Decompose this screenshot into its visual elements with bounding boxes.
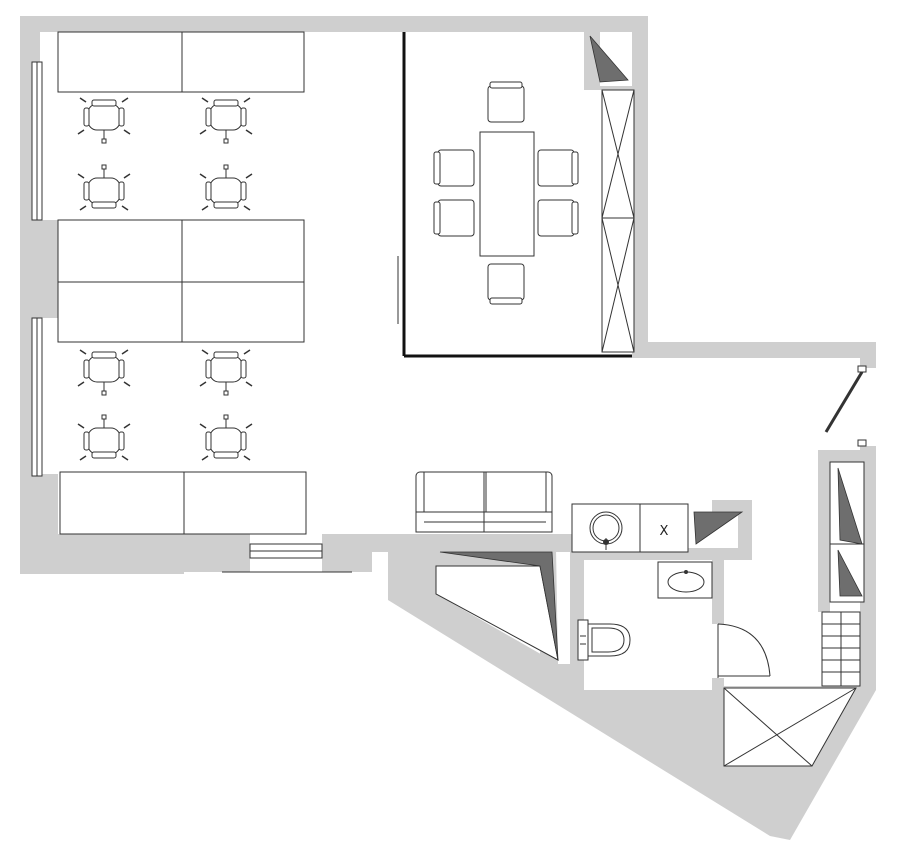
sofa <box>415 471 553 533</box>
bathroom-partition-lower <box>712 678 724 760</box>
office-chair <box>77 97 131 144</box>
walls <box>20 16 876 840</box>
windows <box>31 61 352 573</box>
desk <box>183 471 307 535</box>
meeting-chair <box>487 81 525 123</box>
desk <box>57 219 183 283</box>
kitchenette: X <box>571 503 744 553</box>
meeting-room-partition <box>397 32 632 358</box>
bathroom-partition <box>712 560 724 624</box>
storage-triangle <box>435 551 559 661</box>
meeting-right-wall <box>632 16 648 356</box>
meeting-chair <box>433 199 475 237</box>
bathroom-right-wall <box>712 500 752 560</box>
desk <box>181 219 305 283</box>
top-wall <box>20 16 648 32</box>
office-chair <box>199 164 253 211</box>
meeting-set <box>433 81 579 305</box>
bathroom <box>577 561 857 767</box>
bottom-wall-mid <box>322 534 590 572</box>
meeting-chair <box>487 263 525 305</box>
appliance-mark: X <box>660 524 669 539</box>
step-wall <box>632 342 876 368</box>
closet-top-wall <box>818 450 876 462</box>
office-chair <box>77 164 131 211</box>
meeting-chair <box>537 149 579 187</box>
desk <box>57 281 183 343</box>
meeting-chair <box>433 149 475 187</box>
office-chair <box>77 349 131 396</box>
right-closet <box>821 461 865 687</box>
left-column-upper <box>20 220 58 318</box>
wardrobe <box>589 35 635 353</box>
desk <box>57 31 183 93</box>
office-chair <box>199 414 253 461</box>
bottom-wall-left <box>20 534 250 574</box>
desk <box>59 471 185 535</box>
corner-niche <box>589 35 629 83</box>
office-chair <box>77 414 131 461</box>
left-column-lower <box>20 474 58 540</box>
appliance <box>639 503 689 553</box>
meeting-chair <box>537 199 579 237</box>
closet-left-wall <box>818 450 830 612</box>
entrance-door <box>824 365 867 447</box>
desk <box>181 31 305 93</box>
shower <box>723 687 857 767</box>
meeting-table <box>479 131 535 257</box>
washbasin <box>667 571 705 593</box>
desks <box>57 31 307 535</box>
diagonal-wall <box>388 552 876 840</box>
bathroom-door <box>717 623 771 678</box>
office-chair <box>199 97 253 144</box>
desk <box>181 281 305 343</box>
shaft <box>693 511 744 545</box>
toilet <box>577 619 631 661</box>
office-chair <box>199 349 253 396</box>
